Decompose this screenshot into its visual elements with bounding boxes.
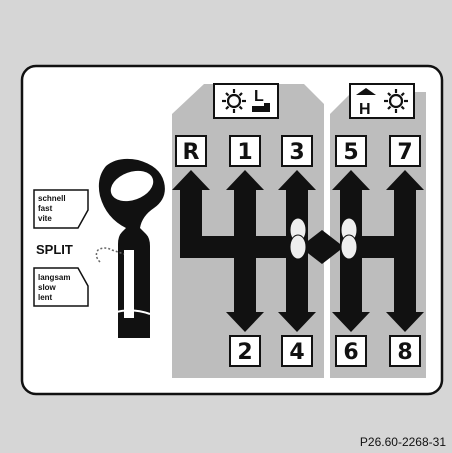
house-high-icon [356,88,376,95]
gear-box-2: 2 [229,335,261,367]
gear-box-6: 6 [335,335,367,367]
split-slow-label: langsam slow lent [33,267,89,307]
gear-box-4: 4 [281,335,313,367]
gear-box-5: 5 [335,135,367,167]
truck-low-icon [252,103,270,112]
arrow-7-8 [386,170,424,332]
low-range-indicator: L [213,83,279,119]
split-label: SPLIT [36,242,73,257]
svg-text:R: R [183,140,200,165]
arrow-reverse [172,170,210,258]
fast-line-2: fast [38,204,53,213]
sun-gear-icon [222,89,246,113]
range-high-letter: H [359,101,371,118]
svg-text:6: 6 [343,340,358,365]
gate-arrows [172,170,424,332]
gear-box-reverse: R [175,135,207,167]
gear-box-1: 1 [229,135,261,167]
gear-lever-icon [95,158,165,338]
gear-box-3: 3 [281,135,313,167]
svg-text:8: 8 [397,340,412,365]
svg-text:3: 3 [289,140,304,165]
gear-box-8: 8 [389,335,421,367]
sun-gear-icon [384,89,408,113]
split-fast-label: schnell fast vite [33,189,89,229]
slow-line-3: lent [38,293,53,302]
range-low-letter: L [254,88,264,105]
high-range-indicator: H [349,83,415,119]
slow-line-1: langsam [38,273,70,282]
figure-code: P26.60-2268-31 [359,435,446,449]
svg-text:2: 2 [237,340,252,365]
fast-line-1: schnell [38,194,66,203]
slow-line-2: slow [38,283,57,292]
svg-text:1: 1 [237,140,252,165]
gear-box-7: 7 [389,135,421,167]
svg-text:7: 7 [397,140,412,165]
svg-text:4: 4 [289,340,304,365]
arrow-1-2 [226,170,264,332]
fast-line-3: vite [38,214,52,223]
detent-markers [289,217,358,260]
svg-text:5: 5 [343,140,358,165]
